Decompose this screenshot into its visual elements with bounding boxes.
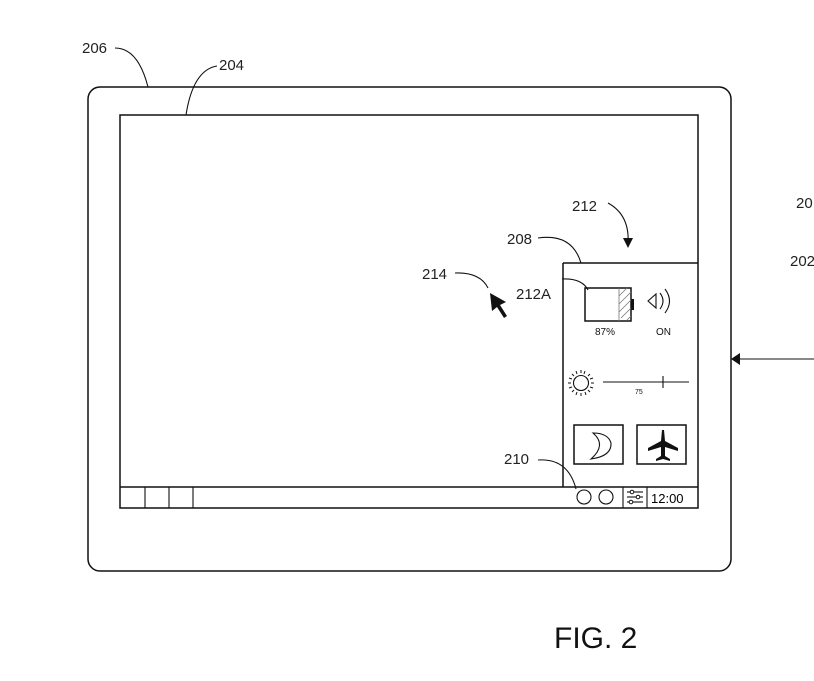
label-cut-off-2: 202 xyxy=(790,253,814,270)
night-mode-icon xyxy=(589,432,612,460)
label-212A: 212A xyxy=(516,286,551,303)
wireless-icon[interactable] xyxy=(647,288,671,314)
label-212: 212 xyxy=(572,198,597,215)
taskbar-circle-icon-1[interactable] xyxy=(576,489,592,505)
label-cut-off-1: 20 xyxy=(796,195,813,212)
leader-204 xyxy=(185,65,218,116)
airplane-mode-icon xyxy=(648,430,678,461)
wireless-state: ON xyxy=(656,327,671,338)
leader-212A xyxy=(561,278,589,291)
quick-settings-panel xyxy=(562,262,698,487)
label-204: 204 xyxy=(219,57,244,74)
taskbar-left-slots[interactable] xyxy=(144,487,194,508)
taskbar-circle-icon-2[interactable] xyxy=(598,489,614,505)
display-screen xyxy=(119,114,699,509)
figure-caption: FIG. 2 xyxy=(554,622,637,655)
device-frame xyxy=(87,86,732,572)
taskbar-clock[interactable]: 12:00 xyxy=(651,491,684,506)
battery-percent: 87% xyxy=(595,327,615,338)
pointer-icon xyxy=(490,293,507,318)
leader-208 xyxy=(537,236,582,264)
label-206: 206 xyxy=(82,40,107,57)
leader-206 xyxy=(114,47,149,88)
label-210: 210 xyxy=(504,451,529,468)
leader-210 xyxy=(537,459,577,490)
brightness-value: 75 xyxy=(635,389,643,396)
label-208: 208 xyxy=(507,231,532,248)
label-214: 214 xyxy=(422,266,447,283)
night-mode-toggle[interactable] xyxy=(573,424,624,465)
brightness-icon[interactable] xyxy=(568,370,594,396)
leader-212 xyxy=(607,202,629,245)
settings-icon[interactable] xyxy=(627,489,643,505)
battery-icon[interactable] xyxy=(584,287,634,322)
airplane-mode-toggle[interactable] xyxy=(636,424,687,465)
leader-214 xyxy=(454,272,489,289)
